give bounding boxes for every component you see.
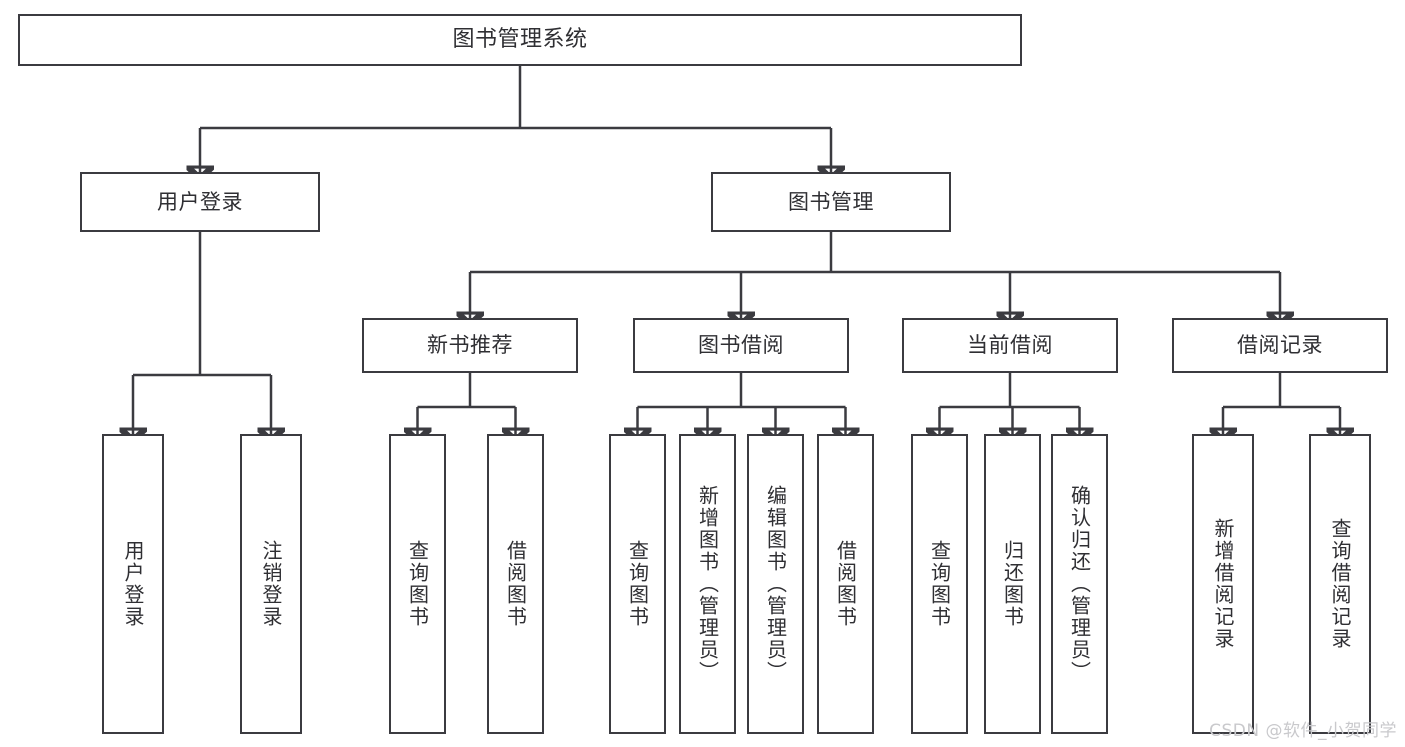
node-label: 用户登录 <box>121 540 145 628</box>
node-label: 图书管理 <box>788 189 874 214</box>
node-leaf_user_login: 用户登录 <box>102 434 164 734</box>
node-label: 当前借阅 <box>967 333 1053 358</box>
node-label: 新增图书（管理员） <box>695 485 720 683</box>
node-leaf_confirm_return: 确认归还（管理员） <box>1051 434 1108 734</box>
node-book_manage: 图书管理 <box>711 172 951 232</box>
watermark: CSDN @软件_小贺同学 <box>1209 721 1397 741</box>
node-leaf_borrow_book_1: 借阅图书 <box>487 434 544 734</box>
node-label: 用户登录 <box>157 189 243 214</box>
node-label: 确认归还（管理员） <box>1067 485 1092 683</box>
node-new_book_rec: 新书推荐 <box>362 318 578 373</box>
node-label: 图书管理系统 <box>452 27 588 53</box>
node-label: 查询图书 <box>405 540 430 628</box>
node-label: 注销登录 <box>259 540 283 628</box>
node-label: 借阅图书 <box>503 540 528 628</box>
node-label: 编辑图书（管理员） <box>763 485 788 683</box>
node-label: 查询图书 <box>625 540 650 628</box>
node-label: 新书推荐 <box>427 333 513 358</box>
node-leaf_user_logout: 注销登录 <box>240 434 302 734</box>
node-leaf_borrow_book_2: 借阅图书 <box>817 434 874 734</box>
node-leaf_add_book: 新增图书（管理员） <box>679 434 736 734</box>
node-label: 查询借阅记录 <box>1328 518 1352 650</box>
node-label: 借阅记录 <box>1237 333 1323 358</box>
node-current_borrow: 当前借阅 <box>902 318 1118 373</box>
node-leaf_query_book_2: 查询图书 <box>609 434 666 734</box>
node-leaf_add_record: 新增借阅记录 <box>1192 434 1254 734</box>
node-user_login: 用户登录 <box>80 172 320 232</box>
node-leaf_query_book_1: 查询图书 <box>389 434 446 734</box>
node-label: 归还图书 <box>1000 540 1025 628</box>
node-leaf_query_record: 查询借阅记录 <box>1309 434 1371 734</box>
node-label: 图书借阅 <box>698 333 784 358</box>
node-root: 图书管理系统 <box>18 14 1022 66</box>
node-label: 新增借阅记录 <box>1211 518 1235 650</box>
node-label: 借阅图书 <box>833 540 858 628</box>
node-label: 查询图书 <box>927 540 952 628</box>
node-leaf_return_book: 归还图书 <box>984 434 1041 734</box>
node-book_borrow: 图书借阅 <box>633 318 849 373</box>
node-borrow_record: 借阅记录 <box>1172 318 1388 373</box>
node-leaf_edit_book: 编辑图书（管理员） <box>747 434 804 734</box>
node-leaf_query_book_3: 查询图书 <box>911 434 968 734</box>
